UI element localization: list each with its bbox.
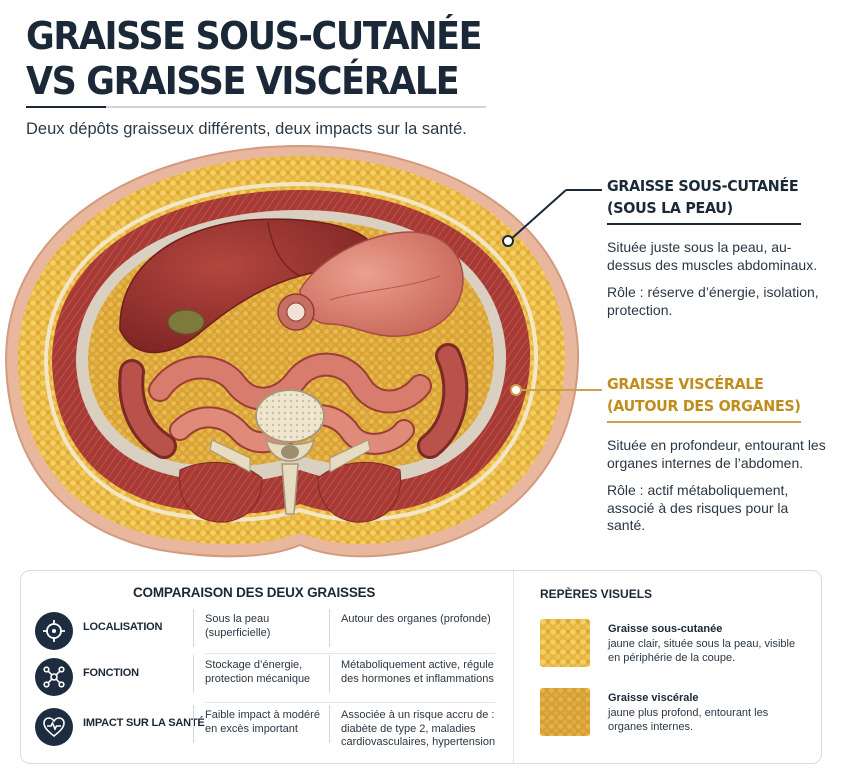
callout-visceral-rule: [607, 421, 801, 423]
visceral-fat-swatch: [540, 688, 590, 736]
subcutaneous-cell: Sous la peau (superficielle): [205, 613, 271, 639]
column-divider: [329, 655, 330, 693]
visceral-cell: Autour des organes (profonde): [341, 613, 491, 625]
column-divider: [329, 705, 330, 743]
column-divider: [193, 705, 194, 743]
visual-marker-title: Graisse viscérale: [608, 692, 699, 704]
row-label: LOCALISATION: [83, 621, 163, 633]
callout-visceral-description: Située en profondeur, entourant les orga…: [607, 437, 826, 471]
visceral-cell: Associée à un risque accru de : diabète …: [341, 709, 496, 748]
callout-visceral-role: Rôle : actif métaboliquement, associé à …: [607, 482, 789, 533]
visual-marker-description: jaune plus profond, entourant les organe…: [608, 707, 769, 733]
visual-marker-title: Graisse sous-cutanée: [608, 623, 723, 635]
visual-marker-description: jaune clair, située sous la peau, visibl…: [608, 638, 796, 664]
callout-visceral-title-line-1: GRAISSE VISCÉRALE: [607, 375, 764, 393]
callout-visceral: GRAISSE VISCÉRALE (AUTOUR DES ORGANES) S…: [607, 373, 829, 535]
callout-visceral-title-line-2: (AUTOUR DES ORGANES): [607, 397, 801, 415]
comparison-row-fonction: FONCTION Stockage d’énergie, protection …: [21, 655, 511, 703]
panel-divider: [513, 571, 514, 763]
page-title-line-1: GRAISSE SOUS-CUTANÉE: [26, 14, 483, 58]
callout-subcutaneous-title: GRAISSE SOUS-CUTANÉE (SOUS LA PEAU): [607, 175, 811, 219]
callout-subcutaneous-rule: [607, 223, 801, 225]
page-title-line-2: VS GRAISSE VISCÉRALE: [26, 59, 460, 103]
stomach: [299, 231, 464, 337]
vertebra: [209, 389, 371, 515]
crosshair-icon: [35, 612, 73, 650]
subcutaneous-cell: Faible impact à modéré en excès importan…: [205, 709, 320, 735]
comparison-panel: COMPARAISON DES DEUX GRAISSES LOCALISATI…: [20, 570, 822, 764]
back-muscle-right: [317, 461, 401, 523]
page-title: GRAISSE SOUS-CUTANÉE VS GRAISSE VISCÉRAL…: [26, 14, 483, 104]
row-label: FONCTION: [83, 667, 139, 679]
fascia-line: [43, 181, 539, 522]
callout-subcutaneous-description: Située juste sous la peau, au-dessus des…: [607, 239, 818, 273]
visual-markers-title: REPÈRES VISUELS: [540, 587, 653, 601]
comparison-row-impact: IMPACT SUR LA SANTÉ Faible impact à modé…: [21, 705, 511, 751]
title-divider: [26, 106, 486, 108]
subcutaneous-fat-swatch: [540, 619, 590, 667]
row-divider: [205, 702, 495, 703]
back-muscle-left: [179, 461, 263, 523]
abdomen-cross-section-illustration: [4, 144, 580, 558]
callout-subcutaneous-title-line-1: GRAISSE SOUS-CUTANÉE: [607, 177, 799, 195]
row-label: IMPACT SUR LA SANTÉ: [83, 717, 205, 729]
title-divider-accent: [26, 106, 106, 108]
callout-subcutaneous-title-line-2: (SOUS LA PEAU): [607, 199, 733, 217]
gallbladder: [167, 309, 205, 335]
comparison-row-localisation: LOCALISATION Sous la peau (superficielle…: [21, 609, 511, 655]
callout-subcutaneous: GRAISSE SOUS-CUTANÉE (SOUS LA PEAU) Situ…: [607, 175, 829, 319]
visceral-cell: Métaboliquement active, régule des hormo…: [341, 659, 494, 685]
column-divider: [193, 609, 194, 647]
callout-visceral-title: GRAISSE VISCÉRALE (AUTOUR DES ORGANES): [607, 373, 811, 417]
column-divider: [193, 655, 194, 693]
callout-subcutaneous-role: Rôle : réserve d’énergie, isolation, pro…: [607, 284, 819, 318]
comparison-title: COMPARAISON DES DEUX GRAISSES: [133, 585, 376, 600]
column-divider: [329, 609, 330, 647]
subcutaneous-cell: Stockage d’énergie, protection mécanique: [205, 659, 311, 685]
page-subtitle: Deux dépôts graisseux différents, deux i…: [26, 120, 467, 138]
network-icon: [35, 658, 73, 696]
row-divider: [205, 653, 495, 654]
heart-pulse-icon: [35, 708, 73, 746]
